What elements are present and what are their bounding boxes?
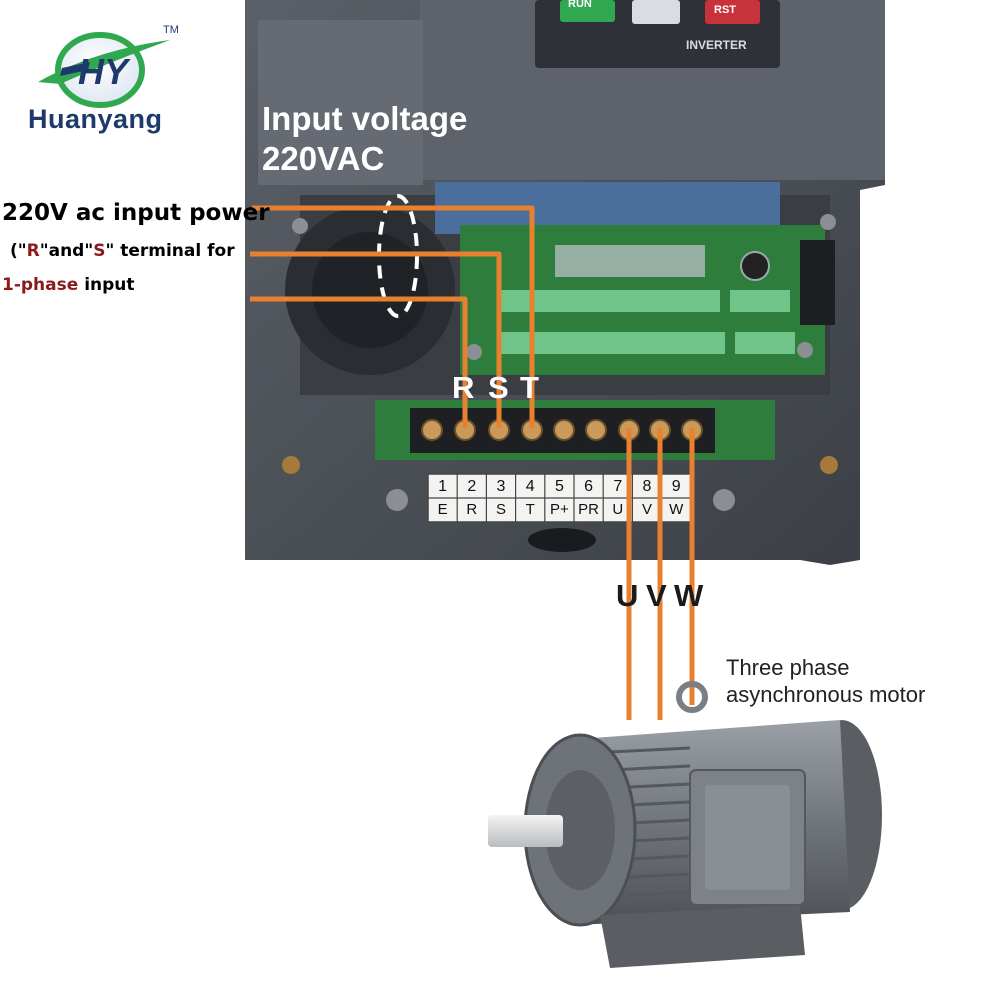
terminal-name: U <box>612 501 624 518</box>
terminal-name: V <box>641 501 652 518</box>
lifting-eye <box>676 681 708 713</box>
logo-letters: HY <box>78 51 131 92</box>
note-input: input <box>78 275 135 295</box>
side-panel <box>258 20 423 185</box>
logo-dash <box>60 62 90 76</box>
control-terminal-row-2b <box>735 332 795 354</box>
terminal-name: R <box>466 501 478 518</box>
terminal-number: 1 <box>438 478 448 495</box>
inverter-panel-label: INVERTER <box>686 38 747 52</box>
terminal-name: W <box>669 501 684 518</box>
terminal-number: 2 <box>467 478 477 495</box>
fan-hub <box>312 232 428 348</box>
terminal-screw <box>553 419 575 441</box>
output-wires <box>626 428 695 720</box>
resistor-row <box>555 245 705 277</box>
mount-screw-7 <box>466 344 482 360</box>
mount-screw-4 <box>820 456 838 474</box>
run-button <box>560 0 615 22</box>
motor-front-bearing <box>545 770 615 890</box>
terminal-screw <box>585 419 607 441</box>
motor-fin <box>609 890 691 898</box>
terminal-name: E <box>437 501 448 518</box>
terminal-label-r: R <box>452 370 475 405</box>
control-terminal-row-2 <box>500 332 725 354</box>
huanyang-logo: HY <box>38 32 170 108</box>
motor-shaft <box>488 815 563 847</box>
trademark-mark: TM <box>163 24 179 36</box>
terminal-name: P+ <box>550 501 569 518</box>
note-terminal-for: " terminal for <box>105 241 235 261</box>
mount-screw-5 <box>386 489 408 511</box>
three-phase-motor <box>488 681 882 968</box>
input-power-note: ("R"and"S" terminal for <box>10 241 235 261</box>
terminal-number: 6 <box>584 478 594 495</box>
terminal-number: 9 <box>671 478 681 495</box>
mount-screw-6 <box>713 489 735 511</box>
terminal-name: S <box>495 501 506 518</box>
connector-block <box>800 240 835 325</box>
brand-name: Huanyang <box>28 104 163 134</box>
capacitor <box>740 251 770 281</box>
terminal-screw <box>421 419 443 441</box>
note-one-phase: 1-phase <box>2 275 79 295</box>
terminal-number: 4 <box>525 478 535 495</box>
note-quote-open: (" <box>10 241 27 261</box>
input-wires <box>250 205 535 428</box>
center-button <box>632 0 680 24</box>
mount-screw-2 <box>820 214 836 230</box>
input-phase-note: 1-phase input <box>2 275 135 295</box>
note-terminal-r: R <box>26 241 40 261</box>
terminal-label-t: T <box>520 370 539 405</box>
terminal-number: 5 <box>554 478 564 495</box>
input-wire-t <box>252 205 535 428</box>
terminal-label-w: W <box>674 578 704 613</box>
input-voltage-title: Input voltage <box>262 100 468 137</box>
terminal-number: 3 <box>496 478 506 495</box>
input-wire-s <box>250 251 502 428</box>
rst-button-label: RST <box>714 4 736 16</box>
mount-screw-8 <box>797 342 813 358</box>
run-button-label: RUN <box>568 0 592 10</box>
motor-label-line1: Three phase <box>726 655 850 680</box>
input-voltage-value: 220VAC <box>262 140 385 177</box>
motor-fin <box>609 746 691 754</box>
terminal-label-v: V <box>646 578 667 613</box>
rst-button <box>705 0 760 24</box>
pcb-components <box>500 240 835 354</box>
mount-screw-3 <box>282 456 300 474</box>
junction-box-cover <box>705 785 790 890</box>
terminal-number: 8 <box>642 478 652 495</box>
motor-base <box>600 905 805 968</box>
input-power-heading: 220V ac input power <box>2 200 270 226</box>
terminal-number: 7 <box>613 478 623 495</box>
terminal-label-s: S <box>488 370 509 405</box>
input-wire-r <box>250 296 468 428</box>
note-and: "and" <box>39 241 94 261</box>
terminal-label-u: U <box>616 578 639 613</box>
control-terminal-row-1 <box>500 290 720 312</box>
terminal-name: PR <box>578 501 600 518</box>
motor-label-line2: asynchronous motor <box>726 682 926 707</box>
housing-bottom-tab <box>528 528 596 552</box>
mount-screw-1 <box>292 218 308 234</box>
terminal-name: T <box>525 501 535 518</box>
control-terminal-row-1b <box>730 290 790 312</box>
note-terminal-s: S <box>93 241 106 261</box>
